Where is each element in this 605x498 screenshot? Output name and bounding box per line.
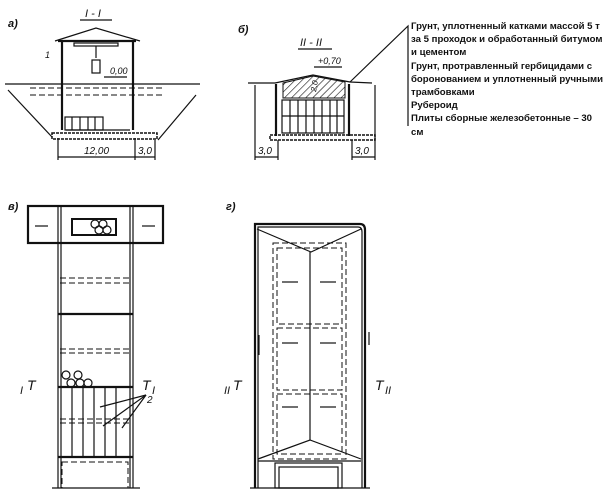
dim-side: 3,0	[138, 146, 152, 157]
svg-text:T: T	[375, 377, 385, 393]
legend-item-compacted-soil: Грунт, уплотненный катками массой 5 т за…	[411, 21, 603, 59]
depth-2-0: 2,0	[309, 79, 320, 93]
svg-text:T: T	[27, 377, 37, 393]
section-title-ii-ii: II - II	[300, 37, 322, 49]
section-mark-left-ii: II	[224, 385, 230, 397]
dim-left: 3,0	[258, 146, 272, 157]
section-mark-right-i: I	[152, 385, 155, 397]
callout-2: 2	[146, 395, 153, 406]
legend-item-herbicide-soil: Грунт, протравленный гербицидами с борон…	[411, 60, 604, 99]
svg-text:T: T	[233, 377, 243, 393]
legend-item-ruberoid: Рубероид	[411, 100, 458, 112]
level-plus-0-70: +0,70	[318, 56, 341, 66]
lamp-icon	[91, 59, 101, 74]
section-mark-left-i: I	[20, 385, 23, 397]
callout-1: 1	[45, 50, 50, 60]
panel-b-label: б)	[238, 24, 249, 36]
section-mark-right-ii: II	[385, 385, 391, 397]
legend-item-concrete-slabs: Плиты сборные железобетонные – 30 см	[411, 113, 593, 138]
dim-right: 3,0	[355, 146, 369, 157]
level-0-00: 0,00	[110, 66, 128, 76]
legend-leader-line	[349, 24, 409, 126]
plan-drawing-v: в) 2 I T T I	[8, 201, 165, 489]
panel-g-label: г)	[226, 201, 236, 213]
section-ii-ii-drawing: б) II - II +0,70 2,0 3,0 3,0	[238, 24, 409, 160]
plan-drawing-g: г) II T T II	[224, 201, 391, 489]
section-title-i-i: I - I	[85, 8, 101, 20]
panel-v-label: в)	[8, 201, 19, 213]
section-i-i-drawing: а) I - I 1 0,00 12,00 3,0	[5, 8, 200, 160]
svg-text:T: T	[142, 377, 152, 393]
panel-a-label: а)	[8, 18, 18, 30]
dim-width: 12,00	[84, 146, 109, 157]
layer-legend: Грунт, уплотненный катками массой 5 т за…	[411, 20, 603, 139]
